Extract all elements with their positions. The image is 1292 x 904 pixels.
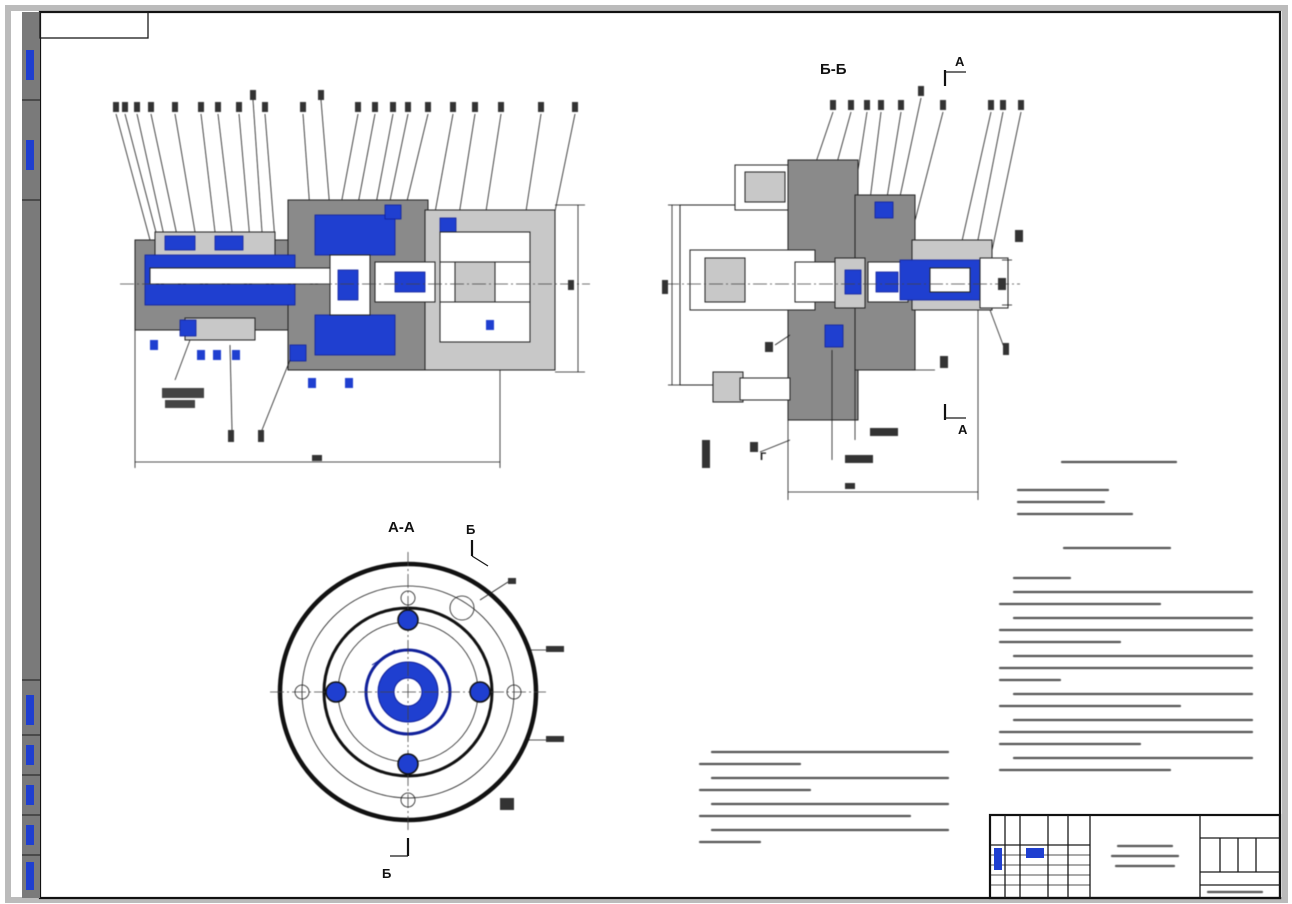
main-assembly-section (113, 90, 590, 468)
section-aa-label: А-А (388, 519, 415, 536)
section-aa-view: А-А Б Б (270, 519, 564, 881)
cutting-plane-b-top: Б (466, 522, 489, 567)
cutting-plane-b-top-letter: Б (466, 522, 475, 537)
cutting-plane-b-bottom: Б (382, 838, 410, 881)
top-left-stamp-box (39, 11, 149, 39)
cutting-plane-a-top-letter: А (955, 54, 965, 69)
section-bb-view: Б-Б А А (662, 54, 1024, 500)
dimension-label-g: Г (760, 451, 767, 463)
cutting-plane-a-top: А (943, 54, 966, 86)
assembly-notes-block (698, 750, 950, 844)
title-block (988, 813, 1282, 900)
cutting-plane-a-bottom-letter: А (958, 422, 968, 437)
section-bb-label: Б-Б (820, 61, 847, 78)
cutting-plane-a-bottom: А (943, 404, 968, 437)
cutting-plane-b-bottom-letter: Б (382, 866, 391, 881)
technical-requirements-block (998, 460, 1254, 772)
left-binding-strip (22, 12, 40, 898)
